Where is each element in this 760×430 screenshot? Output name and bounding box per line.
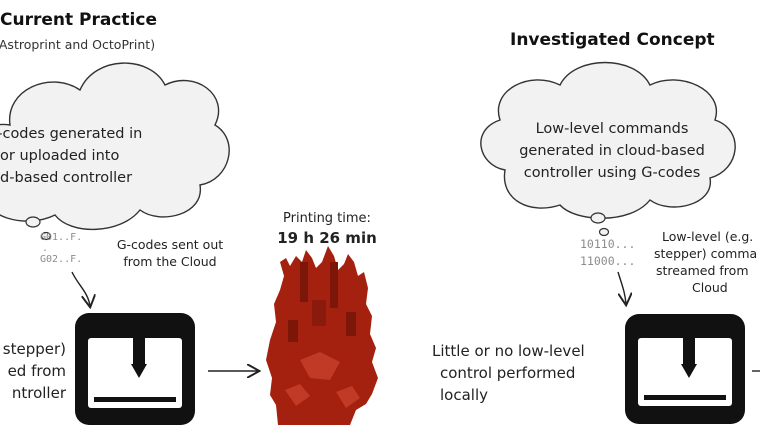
right-binary-snippet: 10110... 11000... — [580, 236, 635, 270]
left-stream-arrow — [71, 271, 90, 306]
gcode-line: G01..F. — [40, 232, 83, 243]
note-line: streamed from — [656, 263, 749, 278]
binary-line: 11000... — [580, 254, 636, 268]
right-cloud-line: controller using G-codes — [523, 165, 701, 181]
gcode-line: G02..F. — [40, 254, 83, 265]
note-line: Cloud — [692, 280, 728, 295]
note-line: from the Cloud — [123, 254, 217, 269]
binary-line: 10110... — [580, 237, 636, 251]
right-cloud-text: Low-level commands generated in cloud-ba… — [512, 118, 712, 184]
left-title: Current Practice — [0, 10, 157, 30]
right-note: Low-level (e.g. stepper) comma streamed … — [648, 228, 760, 296]
left-side-text: stepper) ed from ntroller — [0, 338, 66, 404]
right-printer-icon — [625, 314, 745, 424]
right-cloud — [480, 61, 736, 237]
right-cloud-line: generated in cloud-based — [519, 143, 705, 159]
left-cloud-line: G-codes generated in — [0, 126, 143, 142]
printing-time-value: 19 h 26 min — [277, 229, 377, 247]
side-line: ed from — [7, 362, 66, 380]
left-cloud-line: cloud-based controller — [0, 170, 133, 186]
side-line: Little or no low-level — [432, 342, 585, 360]
side-line: ntroller — [11, 384, 66, 402]
left-cloud-text: G-codes generated in or uploaded into cl… — [0, 123, 186, 189]
right-stream-arrow — [617, 271, 626, 304]
left-cloud-line: or uploaded into — [0, 148, 120, 164]
printing-time-label: Printing time: — [283, 211, 371, 226]
left-gcode-snippet: G01..F. . G02..F. — [40, 232, 82, 265]
side-line: locally — [440, 386, 488, 404]
left-printer-icon — [75, 313, 195, 425]
right-side-text: Little or no low-level control performed… — [432, 340, 612, 406]
right-title: Investigated Concept — [510, 30, 715, 50]
note-line: stepper) comma — [654, 246, 758, 261]
side-line: stepper) — [2, 340, 66, 358]
gcode-line: . — [42, 243, 49, 254]
printed-model-image — [266, 246, 378, 425]
left-cloud — [0, 62, 230, 241]
right-cloud-line: Low-level commands — [535, 121, 689, 137]
side-line: control performed — [440, 364, 576, 382]
left-subtitle: (Astroprint and OctoPrint) — [0, 37, 156, 52]
note-line: Low-level (e.g. — [662, 229, 754, 244]
left-note: G-codes sent out from the Cloud — [100, 236, 240, 270]
note-line: G-codes sent out — [116, 237, 224, 252]
